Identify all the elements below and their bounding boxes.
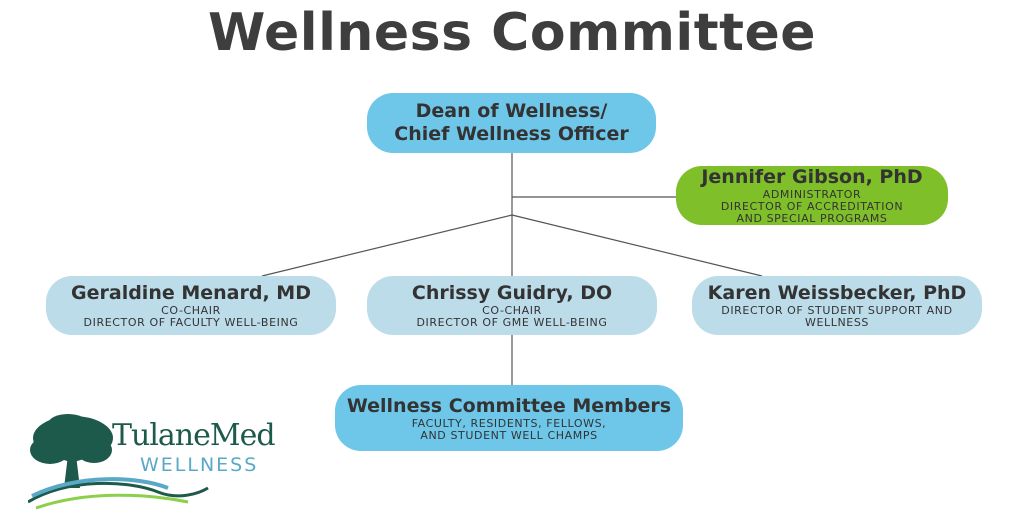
- node-name: Geraldine Menard, MD: [71, 282, 311, 304]
- node-role: DIRECTOR OF FACULTY WELL-BEING: [83, 316, 299, 329]
- node-name: Jennifer Gibson, PhD: [701, 166, 923, 188]
- node-role: AND STUDENT WELL CHAMPS: [420, 428, 598, 442]
- node-name: Wellness Committee Members: [346, 394, 672, 417]
- node-committee-members: Wellness Committee Members FACULTY, RESI…: [335, 385, 683, 451]
- node-geraldine-menard: Geraldine Menard, MD CO-CHAIR DIRECTOR O…: [46, 276, 336, 335]
- node-role: CO-CHAIR: [482, 304, 542, 317]
- page-title: Wellness Committee: [207, 3, 817, 63]
- node-role: FACULTY, RESIDENTS, FELLOWS,: [411, 416, 607, 430]
- node-role: CO-CHAIR: [161, 304, 221, 317]
- node-title-line2: Chief Wellness Officer: [394, 123, 629, 145]
- node-role: AND SPECIAL PROGRAMS: [736, 212, 888, 225]
- connector-to-menard: [261, 214, 513, 277]
- logo-subtext: WELLNESS: [140, 454, 259, 476]
- node-karen-weissbecker: Karen Weissbecker, PhD DIRECTOR OF STUDE…: [692, 276, 982, 335]
- node-name: Chrissy Guidry, DO: [411, 282, 613, 304]
- node-dean-of-wellness: Dean of Wellness/ Chief Wellness Officer: [367, 93, 656, 153]
- node-role: WELLNESS: [804, 316, 870, 329]
- connector-to-weissbecker: [511, 214, 763, 277]
- node-role: DIRECTOR OF GME WELL-BEING: [416, 316, 608, 329]
- node-role: ADMINISTRATOR: [762, 188, 862, 201]
- node-chrissy-guidry: Chrissy Guidry, DO CO-CHAIR DIRECTOR OF …: [367, 276, 657, 335]
- node-name: Karen Weissbecker, PhD: [707, 282, 967, 304]
- node-title-line1: Dean of Wellness/: [415, 100, 608, 122]
- node-role: DIRECTOR OF STUDENT SUPPORT AND: [721, 304, 953, 317]
- node-role: DIRECTOR OF ACCREDITATION: [720, 200, 904, 213]
- oak-tree-icon: [28, 414, 209, 510]
- logo-text: TulaneMed: [112, 418, 276, 453]
- node-jennifer-gibson: Jennifer Gibson, PhD ADMINISTRATOR DIREC…: [676, 166, 948, 225]
